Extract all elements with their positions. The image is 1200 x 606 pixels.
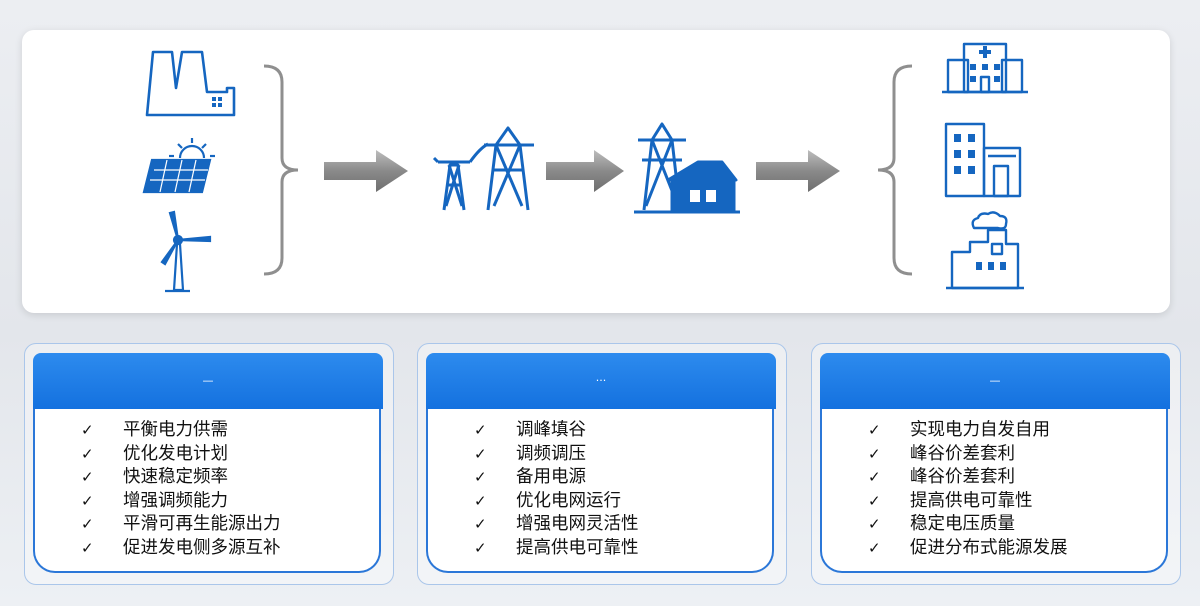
- list-item: ✓ 调频调压: [474, 443, 772, 467]
- list-item-text: 优化电网运行: [516, 490, 621, 511]
- office-building-icon: [944, 122, 1022, 198]
- list-item: ✓ 优化发电计划: [81, 443, 379, 467]
- check-icon: ✓: [474, 538, 487, 557]
- list-item: ✓ 增强电网灵活性: [474, 513, 772, 537]
- check-icon: ✓: [868, 491, 881, 510]
- check-icon: ✓: [81, 468, 94, 487]
- list-item-text: 调峰填谷: [516, 420, 586, 440]
- hospital-icon: [942, 42, 1028, 94]
- card-body: ✓ 实现电力自发自用 ✓ 峰谷价差套利 ✓ 峰谷价差套利 ✓ 提高供电可靠性 ✓ 稳定电压…: [820, 409, 1168, 573]
- power-plant-icon: [145, 50, 236, 117]
- solar-panel-icon: [142, 138, 215, 194]
- check-icon: ✓: [81, 444, 94, 463]
- list-item-text: 峰谷价差套利: [910, 443, 1015, 464]
- check-icon: ✓: [474, 468, 487, 487]
- card-body: ✓ 调峰填谷 ✓ 调频调压 ✓ 备用电源 ✓ 优化电网运行 ✓ 增强电网灵活性 ✓ 提高供电…: [426, 409, 774, 573]
- check-icon: ✓: [81, 491, 94, 510]
- flow-arrow-2: [546, 150, 624, 192]
- check-icon: ✓: [474, 444, 487, 463]
- benefit-list: ✓ 平衡电力供需 ✓ 优化发电计划 ✓ 快速稳定频率 ✓ 增强调频能力 ✓ 平滑可再生能源…: [35, 409, 379, 561]
- list-item-text: 实现电力自发自用: [910, 420, 1050, 440]
- check-icon: ✓: [474, 515, 487, 534]
- list-item-text: 增强电网灵活性: [516, 514, 639, 535]
- list-item-text: 备用电源: [516, 467, 586, 488]
- benefit-card-generation: — ✓ 平衡电力供需 ✓ 优化发电计划 ✓ 快速稳定频率 ✓ 增强调频能力 ✓ 平滑可再生…: [24, 343, 394, 585]
- list-item-text: 平滑可再生能源出力: [123, 514, 281, 535]
- check-icon: ✓: [868, 421, 881, 439]
- list-item: ✓ 实现电力自发自用: [868, 419, 1166, 443]
- list-item-text: 提高供电可靠性: [910, 490, 1033, 511]
- list-item: ✓ 快速稳定频率: [81, 466, 379, 490]
- flow-arrow-1: [324, 150, 408, 192]
- wind-turbine-icon: [160, 210, 212, 293]
- list-item: ✓ 优化电网运行: [474, 490, 772, 514]
- list-item: ✓ 促进发电侧多源互补: [81, 537, 379, 561]
- list-item: ✓ 增强调频能力: [81, 490, 379, 514]
- list-item-text: 快速稳定频率: [123, 467, 228, 488]
- benefit-card-grid: ··· ✓ 调峰填谷 ✓ 调频调压 ✓ 备用电源 ✓ 优化电网运行 ✓ 增强电网灵活性 ✓…: [417, 343, 787, 585]
- card-header: —: [33, 353, 383, 409]
- check-icon: ✓: [868, 515, 881, 534]
- benefit-list: ✓ 调峰填谷 ✓ 调频调压 ✓ 备用电源 ✓ 优化电网运行 ✓ 增强电网灵活性 ✓ 提高供电…: [428, 409, 772, 561]
- list-item: ✓ 调峰填谷: [474, 419, 772, 443]
- list-item-text: 稳定电压质量: [910, 514, 1015, 535]
- list-item-text: 调频调压: [516, 443, 586, 464]
- list-item-text: 促进发电侧多源互补: [123, 537, 281, 558]
- list-item-text: 优化发电计划: [123, 443, 228, 464]
- sources-bracket: [263, 64, 299, 276]
- list-item: ✓ 备用电源: [474, 466, 772, 490]
- consumers-bracket: [877, 64, 913, 276]
- check-icon: ✓: [868, 538, 881, 557]
- check-icon: ✓: [868, 444, 881, 463]
- energy-flow-panel: [22, 30, 1170, 313]
- list-item-text: 峰谷价差套利: [910, 467, 1015, 488]
- check-icon: ✓: [81, 515, 94, 534]
- list-item-text: 增强调频能力: [123, 490, 228, 511]
- check-icon: ✓: [474, 421, 487, 439]
- flow-arrow-3: [756, 150, 840, 192]
- list-item: ✓ 平衡电力供需: [81, 419, 379, 443]
- check-icon: ✓: [868, 468, 881, 487]
- card-header: ···: [426, 353, 776, 409]
- factory-icon: [946, 211, 1024, 290]
- energy-flow-diagram: [142, 42, 1028, 293]
- card-header: —: [820, 353, 1170, 409]
- check-icon: ✓: [81, 421, 94, 439]
- list-item: ✓ 促进分布式能源发展: [868, 537, 1166, 561]
- list-item: ✓ 提高供电可靠性: [474, 537, 772, 561]
- substation-house-icon: [634, 122, 740, 214]
- benefit-list: ✓ 实现电力自发自用 ✓ 峰谷价差套利 ✓ 峰谷价差套利 ✓ 提高供电可靠性 ✓ 稳定电压…: [822, 409, 1166, 561]
- card-body: ✓ 平衡电力供需 ✓ 优化发电计划 ✓ 快速稳定频率 ✓ 增强调频能力 ✓ 平滑可再生能源…: [33, 409, 381, 573]
- list-item-text: 促进分布式能源发展: [910, 537, 1068, 558]
- transmission-tower-icon: [432, 126, 534, 211]
- list-item-text: 提高供电可靠性: [516, 537, 639, 558]
- check-icon: ✓: [474, 491, 487, 510]
- list-item: ✓ 提高供电可靠性: [868, 490, 1166, 514]
- benefit-card-user: — ✓ 实现电力自发自用 ✓ 峰谷价差套利 ✓ 峰谷价差套利 ✓ 提高供电可靠性 ✓ 稳定…: [811, 343, 1181, 585]
- list-item: ✓ 峰谷价差套利: [868, 466, 1166, 490]
- check-icon: ✓: [81, 538, 94, 557]
- list-item: ✓ 平滑可再生能源出力: [81, 513, 379, 537]
- list-item: ✓ 稳定电压质量: [868, 513, 1166, 537]
- list-item: ✓ 峰谷价差套利: [868, 443, 1166, 467]
- list-item-text: 平衡电力供需: [123, 420, 228, 440]
